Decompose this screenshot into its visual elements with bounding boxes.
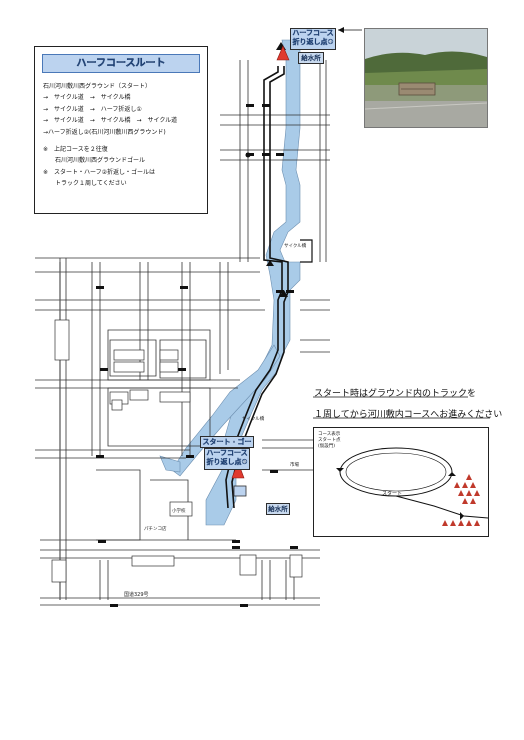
building-blocks	[51, 319, 303, 583]
track-inset: コース表示 スタート点 (仮設門) スタート	[313, 427, 489, 537]
water-station-2: 給水所	[266, 503, 290, 515]
inset-corner-label: コース表示 スタート点 (仮設門)	[318, 432, 341, 450]
route-legend: ハーフコースルート 石川河川敷川西グラウンド（スタート） → サイクル道 → サ…	[34, 46, 208, 214]
label-route329-a: 国道329号	[124, 591, 149, 598]
start-goal-tag: スタート・ゴール	[200, 436, 254, 456]
road-network	[35, 60, 330, 606]
label-school: 小学校	[172, 507, 186, 514]
turnaround1-tag-line2: 折り返し点①	[292, 38, 334, 46]
turnaround1-marker	[276, 45, 290, 61]
inset-corner-line: (仮設門)	[318, 444, 336, 449]
start-instruction-1: スタート時はグラウンド内のトラックを	[314, 389, 477, 399]
legend-note: 石川河川敷川西グラウンドゴール	[43, 157, 146, 165]
turnaround1-tag: ハーフコース 折り返し点①	[290, 28, 336, 50]
water-station-1: 給水所	[298, 52, 324, 64]
turnaround2-tag-line1: ハーフコース	[206, 449, 248, 457]
legend-line: → サイクル道 → サイクル橋	[43, 94, 131, 102]
legend-body: 石川河川敷川西グラウンド（スタート） → サイクル道 → サイクル橋 → サイク…	[43, 81, 203, 190]
start-instruction-2: １周してから河川敷内コースへお進みください	[314, 410, 503, 420]
legend-title: ハーフコースルート	[42, 54, 200, 73]
legend-line: → サイクル道 → ハーフ折返し①	[43, 105, 142, 113]
label-bridge-2: サイクル橋	[242, 415, 265, 422]
turnaround1-tag-line1: ハーフコース	[292, 29, 334, 37]
label-market: 市場	[290, 461, 299, 468]
river-lower	[159, 455, 181, 473]
start-marker	[231, 461, 245, 479]
inset-corner-line: コース表示	[318, 432, 341, 437]
photo-image	[365, 29, 487, 127]
legend-note: ※ スタート・ハーフ②折返し・ゴールは	[43, 168, 156, 176]
turnaround2-tag: ハーフコース 折り返し点②	[204, 448, 250, 470]
label-bridge-1: サイクル橋	[284, 242, 307, 249]
turnaround-photo	[364, 28, 488, 128]
turnaround2-tag-line2: 折り返し点②	[206, 458, 248, 466]
photo-pointer-head	[338, 27, 344, 33]
signal-markers	[96, 104, 298, 607]
legend-note: ※ 上記コースを２往復	[43, 145, 108, 153]
legend-line: →ハーフ折返し②(石川河川敷川西グラウンド)	[43, 128, 166, 136]
legend-line: 石川河川敷川西グラウンド（スタート）	[43, 83, 152, 90]
river-branch	[171, 344, 281, 477]
inset-corner-line: スタート点	[318, 438, 341, 443]
inset-start-label: スタート	[382, 491, 403, 497]
start-flag	[233, 485, 247, 497]
legend-note: トラック１周してください	[43, 180, 127, 188]
track-diagram	[336, 447, 489, 526]
legend-line: → サイクル道 → サイクル橋 → サイクル道	[43, 117, 178, 125]
label-pachinko: パチンコ店	[144, 525, 167, 532]
cones	[442, 474, 480, 526]
